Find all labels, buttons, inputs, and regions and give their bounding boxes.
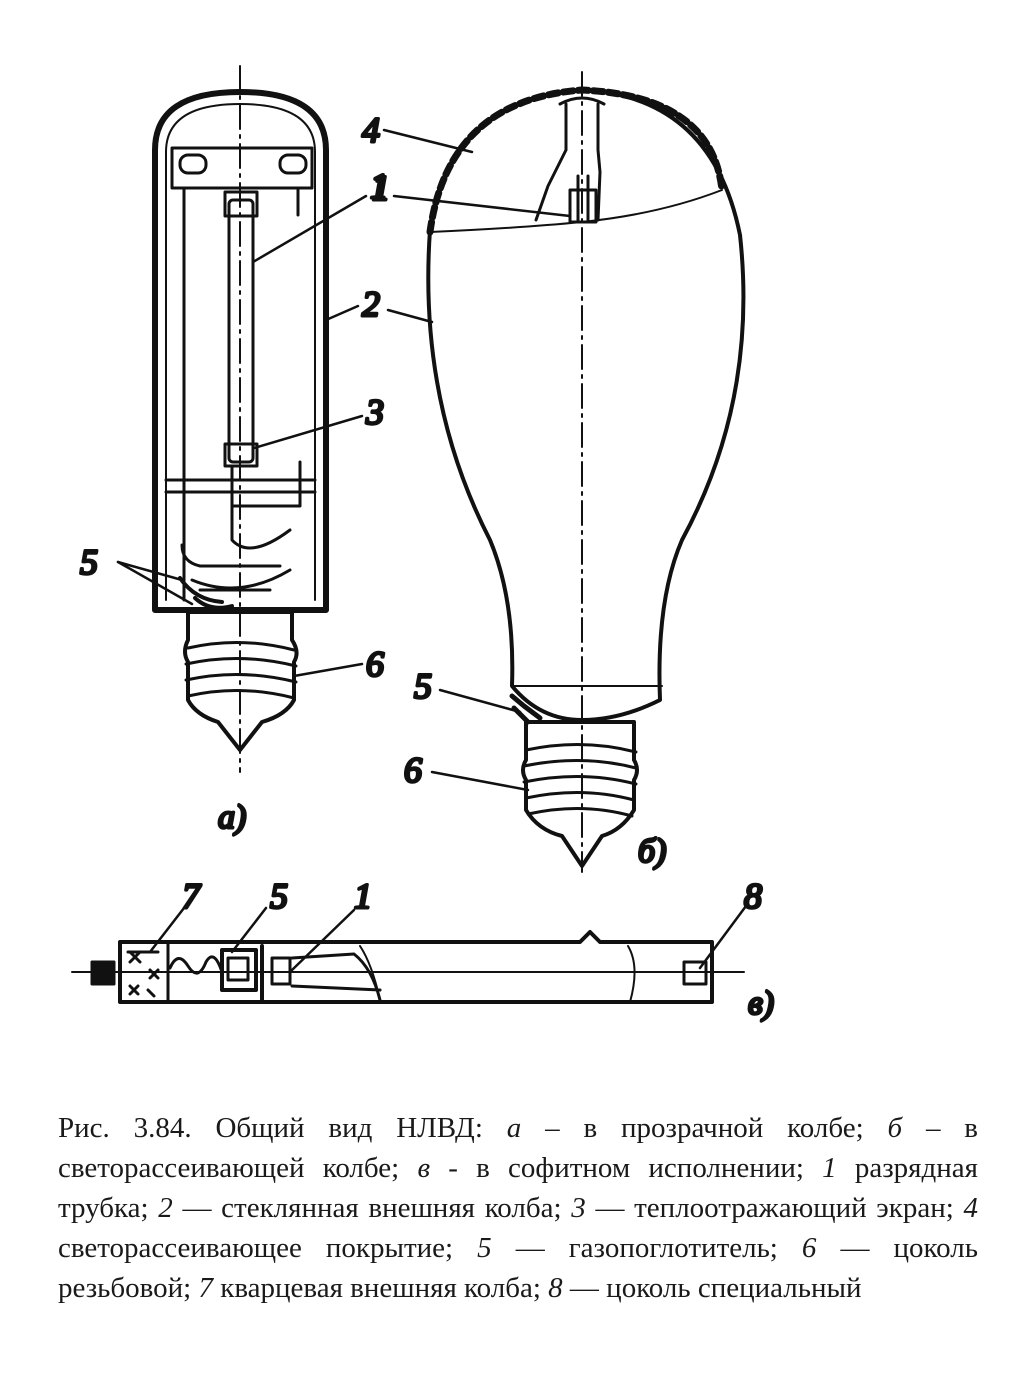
lamp-c-tube-edge: [359, 945, 636, 1003]
lamp-b-coating-edge: [429, 189, 723, 233]
lamp-c-arc-tube: [290, 952, 382, 1002]
label-a-2: 2: [362, 284, 380, 324]
leader-b-4: [382, 128, 474, 154]
caption-key-6: 6: [801, 1232, 817, 1264]
caption-text-8: — цоколь специальный: [562, 1272, 862, 1304]
lamp-c-coil: [168, 955, 224, 975]
caption-key-1: 1: [822, 1152, 837, 1184]
caption-text-c: - в софитном исполнении;: [430, 1152, 823, 1184]
subfig-b-label: б): [638, 833, 666, 870]
caption-key-2: 2: [158, 1192, 173, 1224]
lamp-diagram: 1 2 3 5 6 а) 4 1 5 6 б): [71, 65, 776, 1024]
lamp-a-base: [183, 610, 299, 752]
lamp-a-leaders: [116, 194, 368, 678]
label-a-1: 1: [370, 166, 388, 206]
caption-key-c: в: [417, 1152, 431, 1184]
lamp-b-outer-bulb: [426, 88, 746, 722]
leader-a-2: [324, 304, 360, 322]
caption-text-2: — стеклянная внешняя колба;: [172, 1192, 572, 1224]
caption-lead: Рис. 3.84. Общий вид НЛВД:: [58, 1112, 507, 1144]
lamp-b-base: [521, 720, 639, 868]
leader-a-5b: [116, 560, 194, 606]
lamp-c-outer-tube: [118, 930, 714, 1004]
leader-c-5: [230, 906, 268, 954]
leader-c-8: [698, 904, 748, 970]
caption-key-4: 4: [963, 1192, 978, 1224]
caption-text-b: – в светорассеивающей колбе;: [58, 1112, 979, 1184]
lamp-a-arc-tube: [227, 198, 255, 464]
lamp-c-getter: [220, 948, 258, 992]
caption-text-1: разрядная трубка;: [58, 1152, 979, 1224]
lamp-a-getter-holder: [180, 543, 292, 592]
lamp-c-quartz-end: [118, 940, 170, 1004]
figure-caption: Рис. 3.84. Общий вид НЛВД: а – в прозрач…: [58, 1108, 978, 1308]
lamp-a-bottom-bracket: [230, 460, 302, 550]
lamp-b-diffuse-coating: [426, 86, 726, 236]
lamp-a-tube-cap-bottom: [223, 442, 259, 468]
lamp-c-getter-inner: [226, 956, 250, 982]
lamp-a-outer-bulb: [152, 89, 329, 613]
lamp-a: [152, 65, 329, 773]
caption-key-3: 3: [571, 1192, 586, 1224]
label-a-5: 5: [80, 542, 98, 582]
lamp-b: [426, 71, 746, 873]
leader-a-5a: [116, 560, 184, 582]
lamp-b-mount: [534, 96, 606, 224]
caption-key-a: а: [506, 1112, 522, 1144]
leader-b-1: [392, 194, 572, 218]
label-c-8: 8: [744, 876, 762, 916]
leader-a-1: [251, 194, 368, 264]
lamp-c-leaders: [148, 904, 748, 972]
lamp-b-leaders: [382, 128, 572, 792]
leader-a-6: [292, 662, 364, 678]
lamp-b-arc-tube-top: [568, 188, 598, 224]
lamp-a-thread: [184, 640, 298, 700]
leader-b-6: [430, 770, 530, 792]
label-a-6: 6: [366, 644, 384, 684]
label-b-6: 6: [404, 750, 422, 790]
caption-text-3: — теплоотражающий экран;: [585, 1192, 964, 1224]
label-b-5: 5: [414, 666, 432, 706]
lamp-a-top-slot-right: [278, 153, 308, 175]
lamp-c-end-cap-left: [90, 960, 116, 986]
caption-key-b: б: [887, 1112, 903, 1144]
caption-key-5: 5: [477, 1232, 492, 1264]
label-c-7: 7: [182, 876, 202, 916]
caption-key-8: 8: [548, 1272, 563, 1304]
lamp-c-quartz-pattern: [128, 950, 160, 998]
subfig-a-label: а): [218, 799, 246, 836]
lamp-a-top-slot-left: [178, 153, 208, 175]
leader-c-1: [290, 908, 356, 972]
caption-text-4: светорассеивающее покрытие;: [58, 1232, 478, 1264]
leader-a-3: [252, 414, 364, 450]
label-b-1: 1: [372, 168, 390, 208]
label-b-4: 4: [362, 110, 380, 150]
caption-text-6: — цоколь резьбовой;: [58, 1232, 978, 1304]
caption-text-a: – в прозрачной колбе;: [521, 1112, 888, 1144]
label-c-1: 1: [354, 876, 372, 916]
leader-c-7: [148, 906, 186, 954]
lamp-c-tube-end: [270, 956, 292, 986]
lamp-a-getter: [178, 576, 234, 610]
subfig-c-label: в): [748, 985, 774, 1022]
lamp-c-end-cap-right: [682, 960, 708, 986]
lamp-b-thread: [522, 742, 638, 818]
label-c-5: 5: [270, 876, 288, 916]
leader-b-2: [386, 308, 434, 324]
lamp-a-tube-cap-top: [223, 190, 259, 218]
label-a-3: 3: [365, 392, 384, 432]
caption-text-5: — газопоглотитель;: [491, 1232, 802, 1264]
lamp-a-top-bracket: [170, 146, 314, 190]
lamp-c: [71, 930, 745, 1004]
leader-b-5: [438, 688, 522, 714]
caption-key-7: 7: [198, 1272, 213, 1304]
lamp-a-inner-line: [165, 103, 316, 601]
caption-text-7: кварцевая внешняя колба;: [212, 1272, 549, 1304]
